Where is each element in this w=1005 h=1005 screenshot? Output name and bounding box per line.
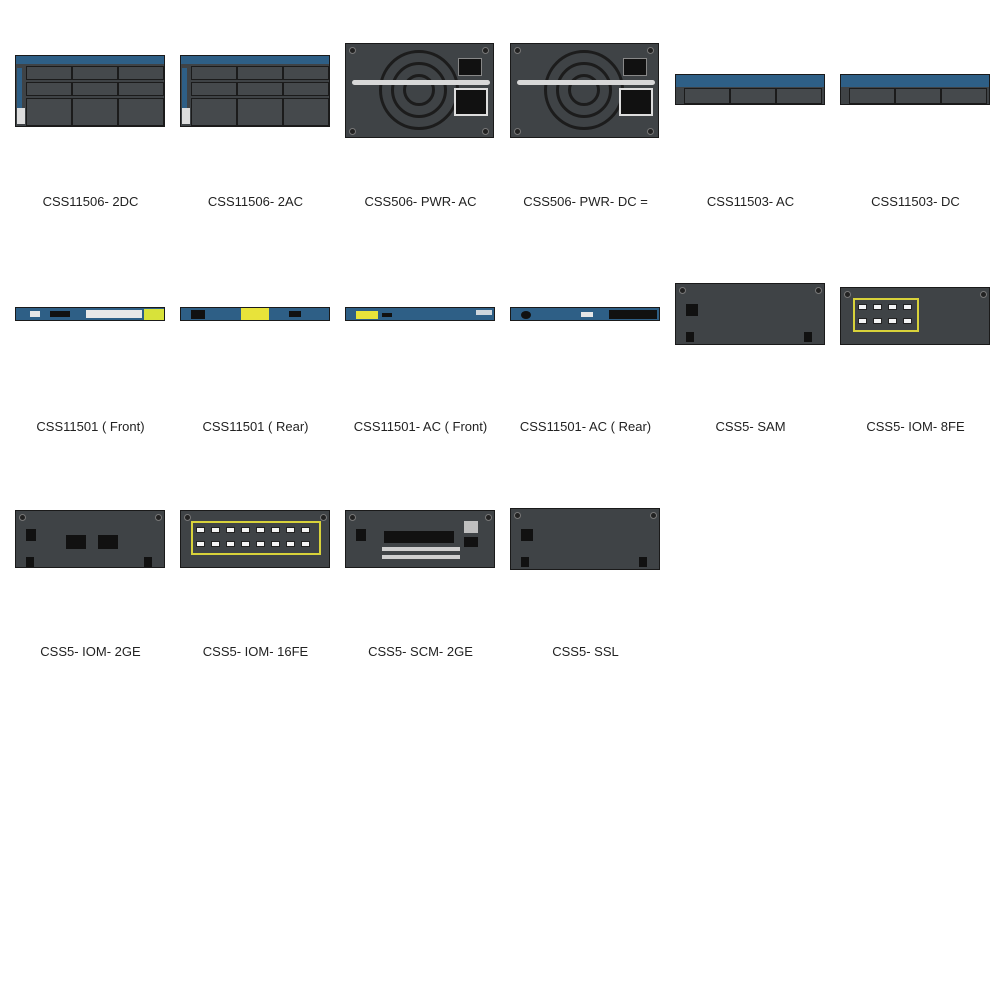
appliance-front-icon (15, 307, 165, 321)
stencil-label: CSS5- IOM- 2GE (40, 644, 141, 659)
stencil-label: CSS5- SSL (552, 644, 619, 659)
stencil-label: CSS506- PWR- AC (364, 194, 477, 209)
appliance-rear-icon (510, 307, 660, 321)
stencil-label: CSS5- IOM- 8FE (866, 419, 965, 434)
stencil-label: CSS11503- DC (871, 194, 960, 209)
stencil-label: CSS506- PWR- DC = (523, 194, 648, 209)
chassis-6-slot-icon (180, 55, 330, 127)
stencil-label: CSS11501 ( Front) (36, 419, 145, 434)
power-supply-icon (510, 43, 659, 138)
stencil-label: CSS11506- 2DC (42, 194, 139, 209)
gigabit-module-icon (15, 510, 165, 568)
stencil-css5-ssl[interactable]: CSS5- SSL (503, 450, 668, 675)
stencil-css11501-ac-rear[interactable]: CSS11501- AC ( Rear) (503, 225, 668, 450)
stencil-css506-pwr-ac[interactable]: CSS506- PWR- AC (338, 0, 503, 225)
stencil-css11503-ac[interactable]: CSS11503- AC (668, 0, 833, 225)
stencil-label: CSS11503- AC (706, 194, 795, 209)
stencil-css506-pwr-dc[interactable]: CSS506- PWR- DC = (503, 0, 668, 225)
stencil-css11501-rear[interactable]: CSS11501 ( Rear) (173, 225, 338, 450)
switch-control-module-icon (345, 510, 495, 568)
stencil-css5-scm-2ge[interactable]: CSS5- SCM- 2GE (338, 450, 503, 675)
stencil-css11501-ac-front[interactable]: CSS11501- AC ( Front) (338, 225, 503, 450)
chassis-3-slot-icon (675, 74, 825, 105)
chassis-6-slot-icon (15, 55, 165, 127)
appliance-front-icon (345, 307, 495, 321)
stencil-css11501-front[interactable]: CSS11501 ( Front) (8, 225, 173, 450)
stencil-label: CSS5- IOM- 16FE (202, 644, 309, 659)
stencil-label: CSS5- SCM- 2GE (368, 644, 473, 659)
stencil-css5-iom-8fe[interactable]: CSS5- IOM- 8FE (833, 225, 998, 450)
power-supply-icon (345, 43, 494, 138)
stencil-label: CSS11501 ( Rear) (202, 419, 309, 434)
appliance-rear-icon (180, 307, 330, 321)
stencil-css11503-dc[interactable]: CSS11503- DC (833, 0, 998, 225)
stencil-css5-iom-2ge[interactable]: CSS5- IOM- 2GE (8, 450, 173, 675)
stencil-css5-sam[interactable]: CSS5- SAM (668, 225, 833, 450)
stencil-label: CSS11501- AC ( Rear) (519, 419, 652, 434)
stencil-label: CSS5- SAM (715, 419, 786, 434)
stencil-css5-iom-16fe[interactable]: CSS5- IOM- 16FE (173, 450, 338, 675)
ethernet-16-port-module-icon (180, 510, 330, 568)
blank-module-icon (510, 508, 660, 570)
stencil-css11506-2dc[interactable]: CSS11506- 2DC (8, 0, 173, 225)
stencil-label: CSS11501- AC ( Front) (353, 419, 488, 434)
ethernet-module-icon (840, 287, 990, 345)
blank-module-icon (675, 283, 825, 345)
stencil-label: CSS11506- 2AC (207, 194, 304, 209)
stencil-css11506-2ac[interactable]: CSS11506- 2AC (173, 0, 338, 225)
chassis-3-slot-icon (840, 74, 990, 105)
